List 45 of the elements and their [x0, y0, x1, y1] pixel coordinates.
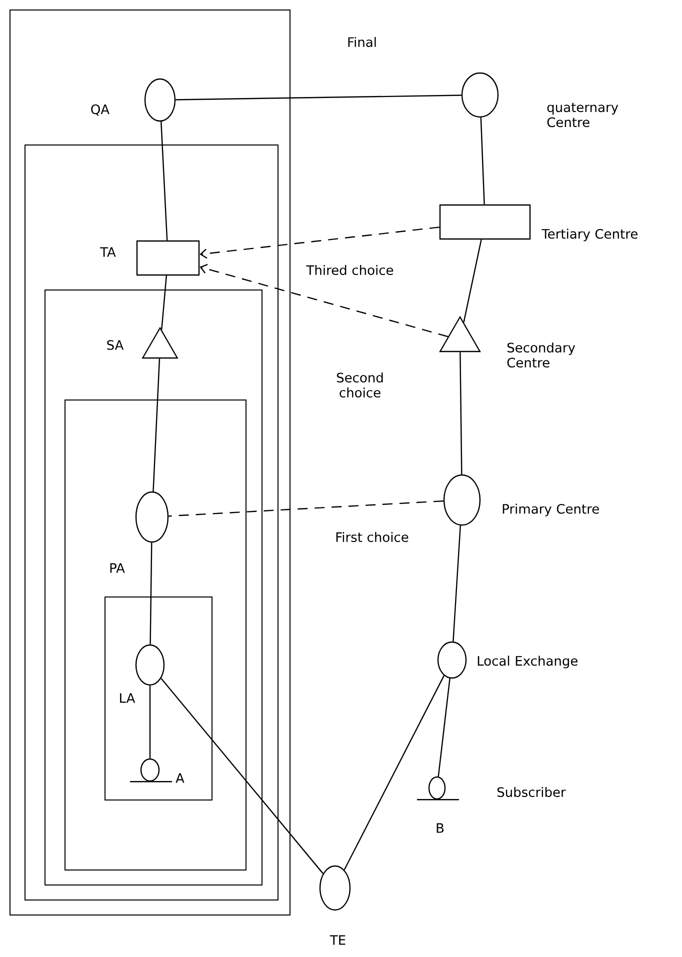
connector [149, 686, 151, 758]
node-label: TA [100, 247, 116, 257]
exchange-circle [443, 474, 481, 526]
connector [463, 239, 482, 322]
connector [161, 276, 168, 330]
exchange-circle [135, 491, 169, 543]
exchange-circle [130, 758, 172, 782]
connector [150, 542, 152, 644]
exchange-circle [437, 641, 467, 679]
connector [452, 525, 462, 642]
node-label: Primary Centre [502, 504, 599, 516]
connector [160, 122, 168, 240]
connector [200, 264, 448, 338]
exchange-box [439, 204, 531, 240]
connector [176, 94, 462, 100]
node-label: Tertiary Centre [542, 228, 638, 242]
exchange-circle [144, 78, 176, 122]
exchange-circle [135, 644, 165, 686]
connector [168, 500, 444, 517]
connector [160, 678, 324, 874]
exchange-circle [319, 865, 351, 911]
connector [438, 678, 450, 777]
exchange-box [136, 240, 200, 276]
node-label: Subscriber [497, 786, 566, 798]
node-label: Local Exchange [478, 656, 578, 668]
edge-label: Second choice [336, 372, 383, 398]
exchange-circle [417, 776, 459, 800]
node-label: quaternary Centre [547, 102, 618, 128]
edge-label: Thired choice [306, 264, 394, 276]
node-label: QA [91, 104, 110, 116]
exchange-circle [461, 72, 499, 118]
connector [152, 358, 160, 492]
edge-label: First choice [336, 532, 408, 542]
node-label: SA [107, 340, 124, 350]
connector [480, 118, 485, 204]
node-label: Secondary Centre [507, 342, 576, 368]
node-label: TE [330, 935, 346, 945]
connector [460, 352, 462, 474]
connector [344, 675, 445, 870]
node-label: B [436, 823, 444, 833]
connector [200, 226, 440, 259]
node-label: PA [110, 563, 125, 573]
node-label: LA [120, 693, 136, 703]
edge-label: Final [348, 36, 376, 48]
node-label: A [176, 773, 184, 783]
